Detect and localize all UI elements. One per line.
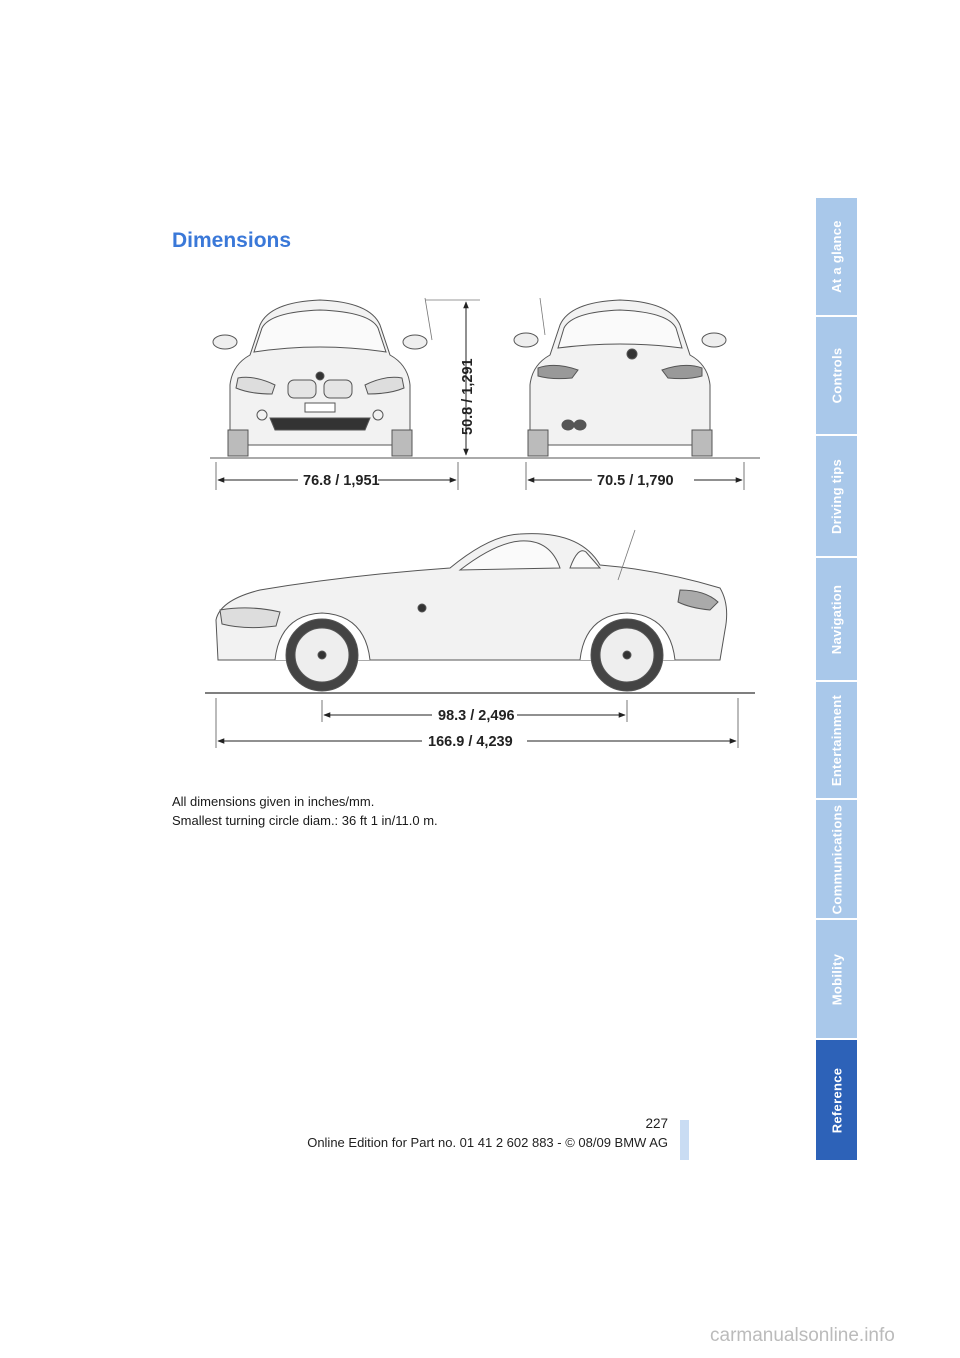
rear-track-label: 70.5 / 1,790 — [597, 473, 674, 489]
rear-view — [513, 299, 727, 457]
side-view — [215, 533, 728, 692]
page-title: Dimensions — [172, 229, 292, 252]
wheelbase-label: 98.3 / 2,496 — [438, 708, 515, 724]
page-number: 227 — [645, 1116, 668, 1131]
tab-reference[interactable]: Reference — [816, 1040, 857, 1160]
tab-entertainment[interactable]: Entertainment — [816, 682, 857, 798]
tab-navigation[interactable]: Navigation — [816, 558, 857, 680]
width-label: 76.8 / 1,951 — [303, 473, 380, 489]
footer-accent-bar — [680, 1120, 689, 1160]
tab-mobility[interactable]: Mobility — [816, 920, 857, 1038]
tab-at-a-glance[interactable]: At a glance — [816, 198, 857, 315]
dimensions-figure: 50.8 / 1,291 76.8 / 1,951 70.5 / 1,790 — [200, 290, 760, 760]
height-label: 50.8 / 1,291 — [460, 358, 476, 435]
caption-line-units: All dimensions given in inches/mm. — [172, 794, 375, 809]
tab-driving-tips[interactable]: Driving tips — [816, 436, 857, 556]
footer-edition: Online Edition for Part no. 01 41 2 602 … — [307, 1135, 668, 1150]
tab-communications[interactable]: Communications — [816, 800, 857, 918]
caption-line-turning-circle: Smallest turning circle diam.: 36 ft 1 i… — [172, 813, 438, 828]
caption: All dimensions given in inches/mm. Small… — [172, 792, 438, 830]
tab-controls[interactable]: Controls — [816, 317, 857, 434]
chapter-sidebar: At a glance Controls Driving tips Naviga… — [816, 198, 857, 1160]
front-view — [212, 299, 428, 457]
watermark: carmanualsonline.info — [710, 1325, 895, 1346]
car-dimension-drawing: 50.8 / 1,291 76.8 / 1,951 70.5 / 1,790 — [205, 297, 760, 750]
length-label: 166.9 / 4,239 — [428, 734, 513, 750]
